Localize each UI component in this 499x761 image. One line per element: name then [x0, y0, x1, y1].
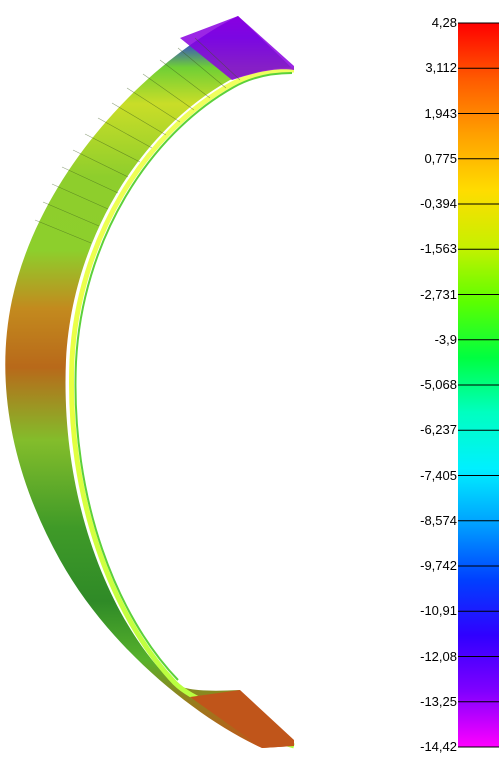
colorbar-tick-label: -7,405: [420, 467, 457, 483]
colorbar-tick-label: -5,068: [420, 377, 457, 392]
colorbar-tick-label: -1,563: [420, 241, 457, 257]
shell-inner-edge-shadow: [74, 72, 293, 681]
shell-top-cap: [180, 16, 294, 80]
mesh-lines: [34, 37, 241, 244]
colorbar-tick-label: -13,25: [420, 693, 457, 709]
colorbar-tick-label: 3,112: [425, 60, 457, 76]
colorbar-tick-label: 0,775: [424, 150, 457, 166]
colorbar-tick-label: -14,42: [420, 739, 457, 754]
colorbar-tick-label: 4,28: [431, 15, 457, 30]
colorbar-tick-label: -2,731: [420, 286, 457, 302]
colorbar-tick-label: -9,742: [420, 558, 457, 573]
colorbar-tick-label: -0,394: [420, 196, 457, 211]
colorbar-tick-label: 1,943: [424, 105, 457, 121]
colorbar: [458, 22, 499, 748]
colorbar-tick-label: -6,237: [420, 422, 457, 438]
colorbar-tick-label: -10,91: [420, 603, 457, 619]
colorbar-tick-label: -8,574: [420, 512, 457, 528]
shell-bottom-flange: [190, 690, 294, 748]
colorbar-tick-label: -12,08: [420, 648, 457, 664]
shell-outer-surface: [5, 16, 294, 748]
colorbar-tick-label: -3,9: [434, 331, 457, 347]
